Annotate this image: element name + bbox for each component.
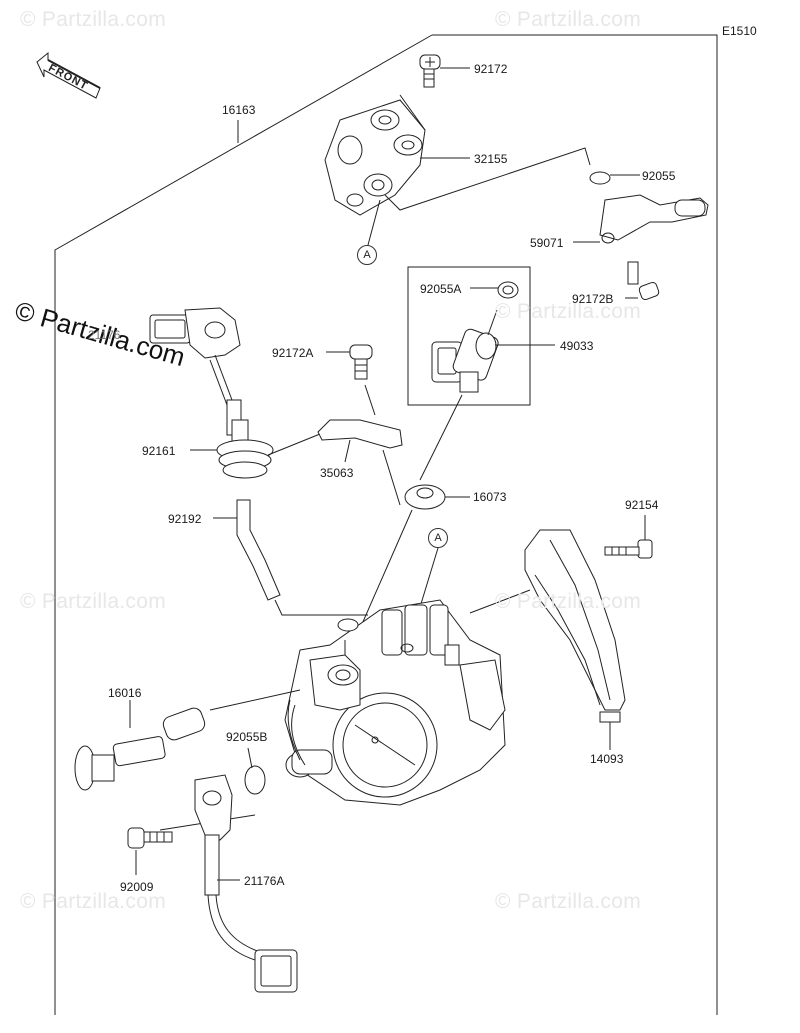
- part-label-92055: 92055: [642, 169, 676, 183]
- assembly-outline: [432, 34, 718, 1015]
- oring-92055: [589, 171, 611, 185]
- bolt-92154: [604, 515, 653, 559]
- part-label-32155: 32155: [474, 152, 508, 166]
- sensor-59071: [573, 194, 709, 301]
- watermark: © Partzilla.com: [495, 890, 642, 913]
- part-label-92172B: 92172B: [572, 292, 614, 306]
- part-label-92161: 92161: [142, 444, 176, 458]
- oring-92055B: [244, 765, 266, 795]
- part-label-92172A: 92172A: [272, 346, 314, 360]
- part-label-92192: 92192: [168, 512, 202, 526]
- part-label-21176A: 21176A: [244, 874, 285, 888]
- watermark: © Partzilla.com: [20, 890, 167, 913]
- sensor-49033: [431, 309, 555, 393]
- part-label-92055A: 92055A: [420, 282, 462, 296]
- part-label-92154: 92154: [625, 498, 659, 512]
- screw-16016: [74, 700, 206, 791]
- part-label-21176: 21176: [88, 328, 121, 342]
- fitting-92161: [190, 419, 321, 479]
- part-label-16016: 16016: [108, 686, 142, 700]
- bracket-14093: [469, 529, 626, 750]
- diagram-code: E1510: [722, 24, 757, 38]
- screw-92172: [419, 54, 470, 88]
- grommet-16073: [404, 484, 446, 510]
- part-label-92009: 92009: [120, 880, 154, 894]
- watermark: © Partzilla.com: [495, 300, 642, 323]
- watermark: © Partzilla.com: [20, 590, 167, 613]
- part-label-16163: 16163: [222, 103, 256, 117]
- watermark: © Partzilla.com: [20, 8, 167, 31]
- part-label-49033: 49033: [560, 339, 594, 353]
- sensor-32155: [324, 94, 591, 246]
- bolt-92009: [127, 827, 173, 875]
- throttle-body: [284, 599, 506, 806]
- sensor-21176A: [194, 774, 298, 993]
- callout-a-mid: A: [428, 528, 448, 548]
- screw-92172A: [326, 344, 376, 416]
- box-49033: [407, 266, 531, 406]
- part-label-16073: 16073: [473, 490, 507, 504]
- part-label-59071: 59071: [530, 236, 564, 250]
- watermark: © Partzilla.com: [495, 8, 642, 31]
- front-arrow-icon: [36, 51, 101, 99]
- part-label-92055B: 92055B: [226, 730, 268, 744]
- hose-92192: [236, 499, 281, 601]
- part-label-35063: 35063: [320, 466, 354, 480]
- part-label-14093: 14093: [590, 752, 624, 766]
- sensor-21176: [149, 307, 242, 436]
- part-label-92172: 92172: [474, 62, 508, 76]
- callout-a-top: A: [357, 245, 377, 265]
- bracket-35063: [317, 419, 403, 449]
- watermark: © Partzilla.com: [495, 590, 642, 613]
